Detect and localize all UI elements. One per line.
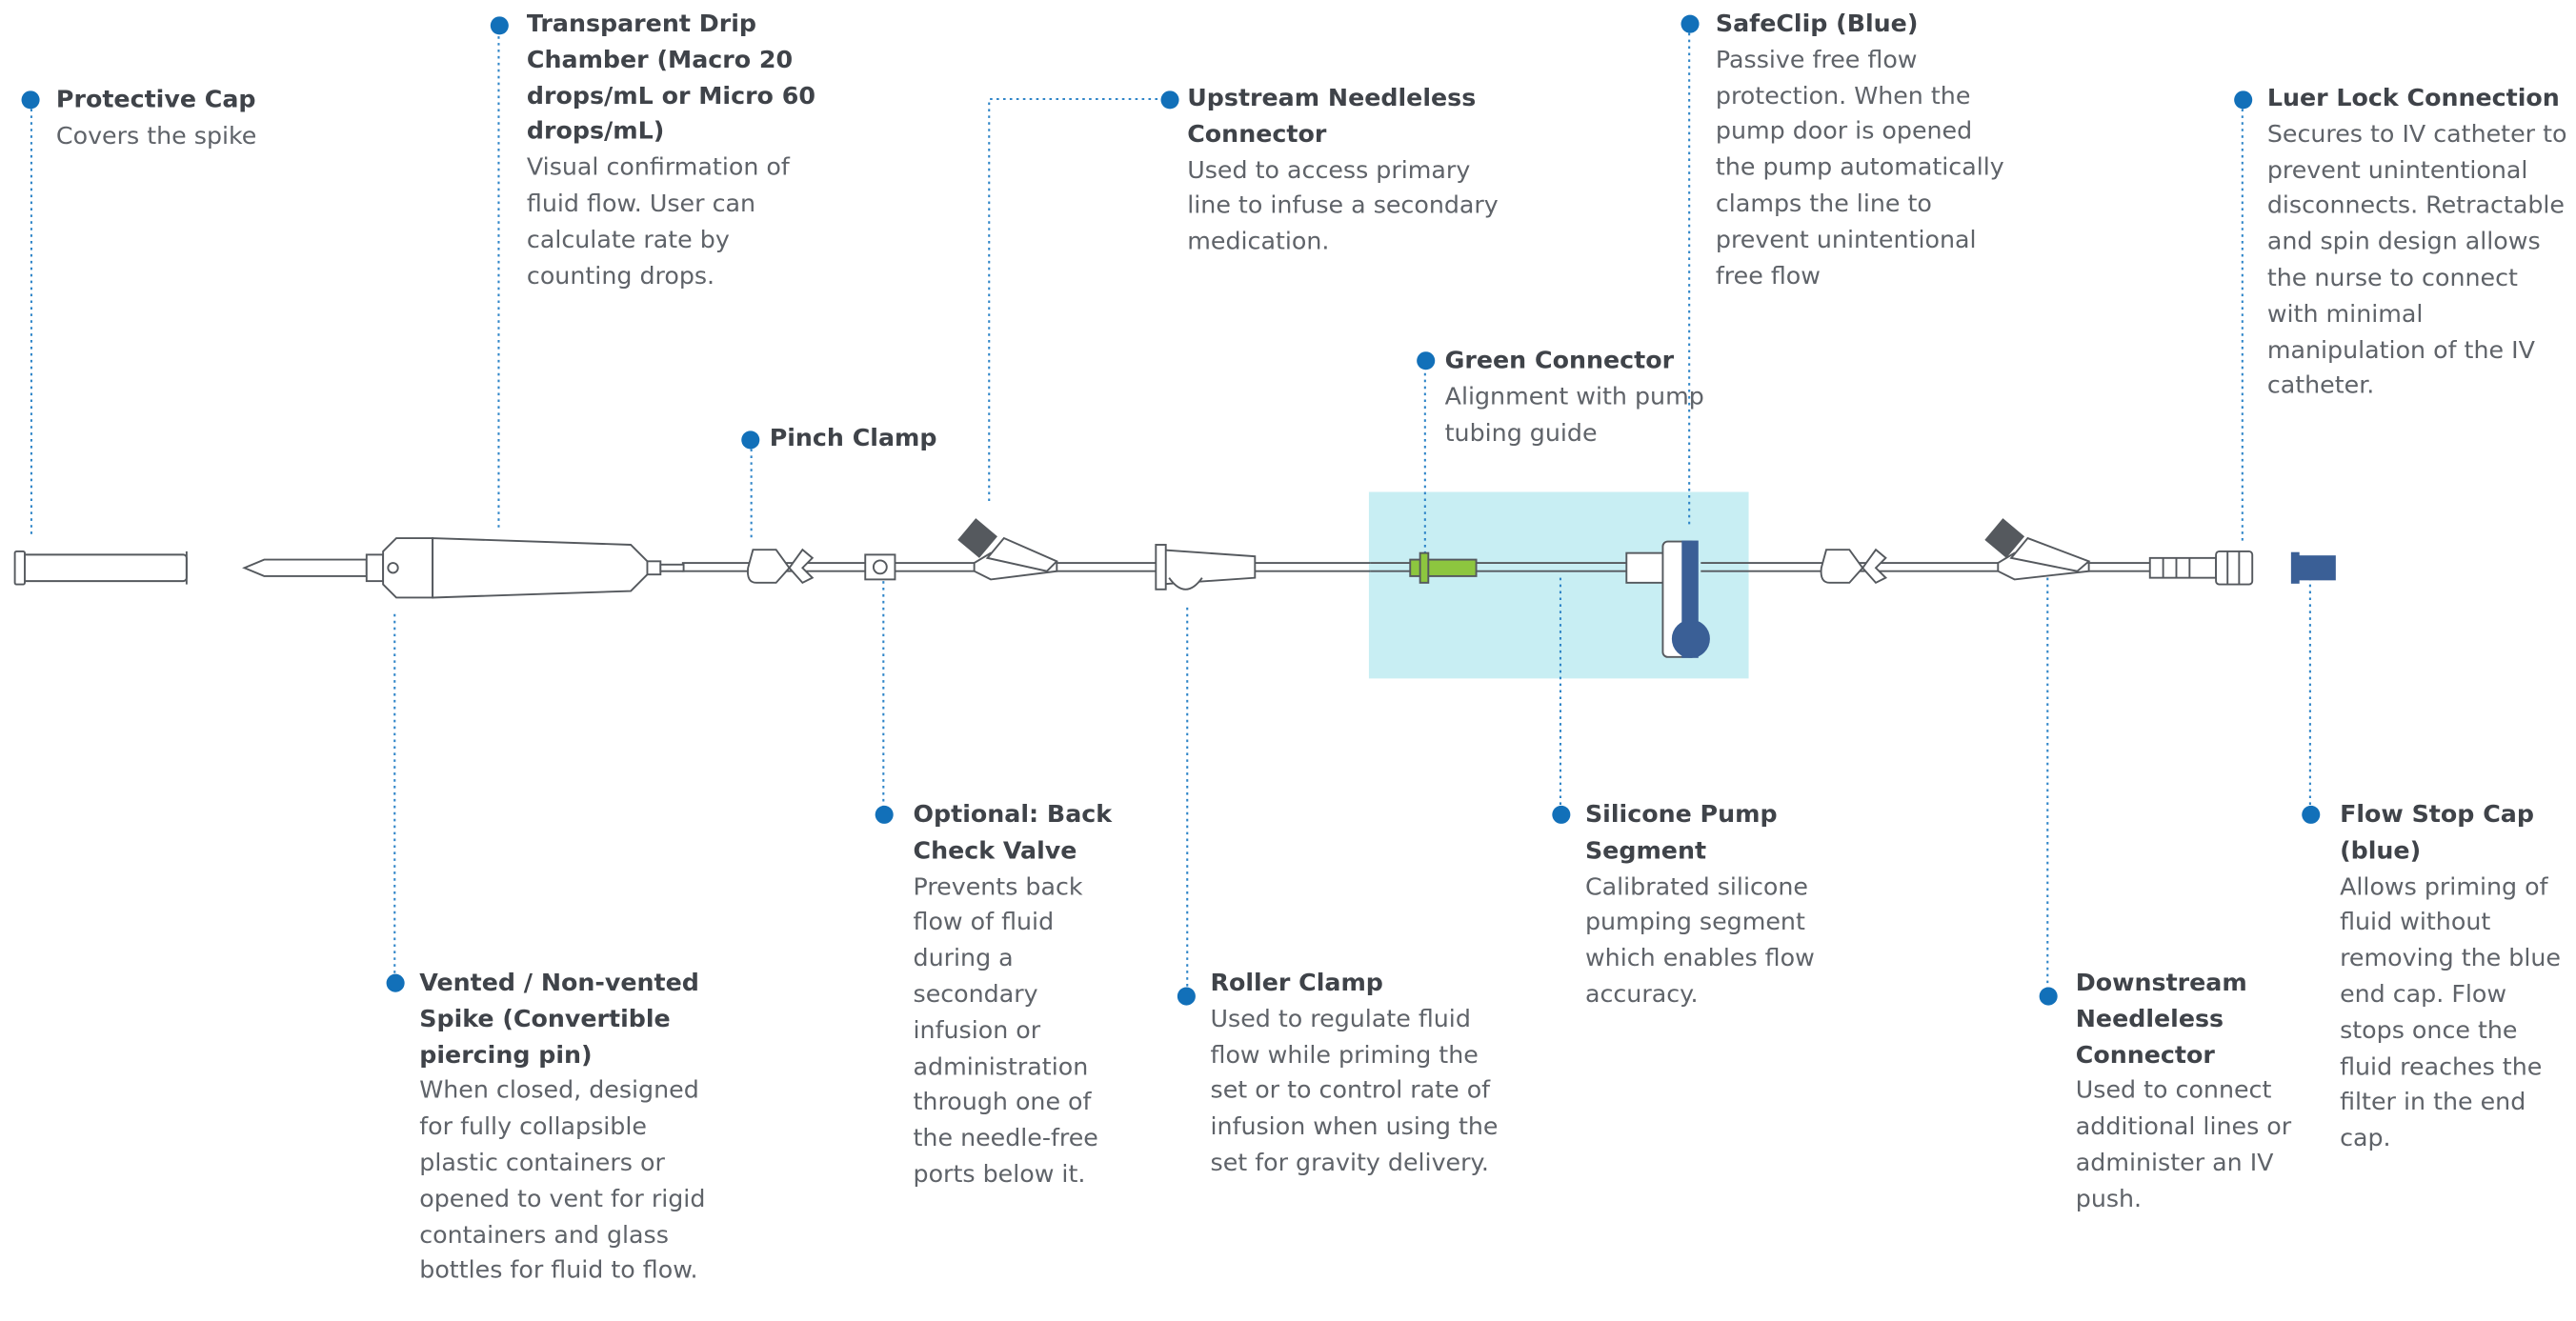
label-green-connector: Green Connector Alignment with pump tubi… <box>1445 344 1726 451</box>
luer-lock-desc: Secures to IV catheter to prevent uninte… <box>2266 120 2567 401</box>
label-safeclip: SafeClip (Blue) Passive free flow protec… <box>1716 7 2013 294</box>
dot-pinch-clamp <box>741 430 760 450</box>
label-upstream-connector: Upstream Needleless Connector Used to ac… <box>1187 81 1500 261</box>
back-check-valve-shape <box>864 553 896 581</box>
dot-flow-stop-cap <box>2302 805 2321 824</box>
label-back-check-valve: Optional: Back Check Valve Prevents back… <box>914 797 1120 1193</box>
upstream-connector-title: Upstream Needleless Connector <box>1187 84 1477 149</box>
dot-pump-segment <box>1552 805 1571 824</box>
protective-cap-title: Protective Cap <box>55 86 256 114</box>
safeclip-desc: Passive free flow protection. When the p… <box>1715 46 2004 290</box>
dot-roller-clamp <box>1177 987 1196 1006</box>
spike-shape <box>242 537 434 599</box>
dot-back-check-valve <box>875 805 894 824</box>
dot-upstream-connector <box>1160 90 1179 110</box>
dot-drip-chamber <box>490 16 509 35</box>
back-check-valve-title: Optional: Back Check Valve <box>913 800 1113 865</box>
flow-stop-cap-shape <box>2290 551 2336 584</box>
drip-chamber-title: Transparent Drip Chamber (Macro 20 drops… <box>526 10 815 147</box>
dot-safeclip <box>1680 14 1700 33</box>
safeclip-shape <box>1625 540 1710 658</box>
roller-clamp-title: Roller Clamp <box>1210 969 1383 997</box>
dot-downstream-connector <box>2039 987 2058 1006</box>
back-check-valve-desc: Prevents back flow of fluid during a sec… <box>913 872 1098 1189</box>
label-spike: Vented / Non-vented Spike (Convertible p… <box>419 966 716 1290</box>
label-flow-stop-cap: Flow Stop Cap (blue) Allows priming of f… <box>2340 797 2571 1157</box>
drip-chamber-shape <box>432 537 685 599</box>
label-protective-cap: Protective Cap Covers the spike <box>56 83 337 155</box>
downstream-connector-desc: Used to connect additional lines or admi… <box>2075 1076 2292 1213</box>
flow-stop-cap-title: Flow Stop Cap (blue) <box>2340 800 2534 865</box>
protective-cap-shape <box>13 550 188 586</box>
protective-cap-desc: Covers the spike <box>55 121 257 150</box>
luer-lock-title: Luer Lock Connection <box>2266 84 2560 112</box>
label-roller-clamp: Roller Clamp Used to regulate fluid flow… <box>1211 966 1511 1182</box>
upstream-connector-shape <box>957 518 1058 581</box>
green-connector-desc: Alignment with pump tubing guide <box>1444 382 1704 448</box>
safeclip-title: SafeClip (Blue) <box>1715 10 1919 38</box>
downstream-connector-title: Downstream Needleless Connector <box>2075 969 2247 1070</box>
dot-spike <box>386 973 405 992</box>
label-downstream-connector: Downstream Needleless Connector Used to … <box>2076 966 2299 1217</box>
dot-luer-lock <box>2234 90 2253 110</box>
lower-pinch-clamp-shape <box>1820 548 1888 585</box>
spike-desc: When closed, designed for fully collapsi… <box>419 1076 706 1286</box>
downstream-connector-shape <box>1984 518 2091 581</box>
pump-segment-title: Silicone Pump Segment <box>1584 800 1778 865</box>
pinch-clamp-title: Pinch Clamp <box>769 424 937 452</box>
label-luer-lock: Luer Lock Connection Secures to IV cathe… <box>2267 81 2569 405</box>
dot-green-connector <box>1417 351 1436 370</box>
drip-chamber-desc: Visual confirmation of fluid flow. User … <box>526 153 790 290</box>
label-pump-segment: Silicone Pump Segment Calibrated silicon… <box>1585 797 1849 1013</box>
luer-lock-shape <box>2148 550 2254 586</box>
flow-stop-cap-desc: Allows priming of fluid without removing… <box>2340 872 2561 1153</box>
upstream-connector-desc: Used to access primary line to infuse a … <box>1187 155 1499 256</box>
spike-title: Vented / Non-vented Spike (Convertible p… <box>419 969 699 1070</box>
label-drip-chamber: Transparent Drip Chamber (Macro 20 drops… <box>527 7 827 294</box>
label-pinch-clamp: Pinch Clamp <box>770 421 984 457</box>
roller-clamp-shape <box>1155 544 1257 590</box>
pinch-clamp-shape <box>746 548 815 585</box>
roller-clamp-desc: Used to regulate fluid flow while primin… <box>1210 1005 1499 1177</box>
green-connector-shape <box>1409 551 1478 584</box>
green-connector-title: Green Connector <box>1444 346 1675 375</box>
dot-protective-cap <box>21 90 40 110</box>
pump-segment-desc: Calibrated silicone pumping segment whic… <box>1584 872 1815 1010</box>
